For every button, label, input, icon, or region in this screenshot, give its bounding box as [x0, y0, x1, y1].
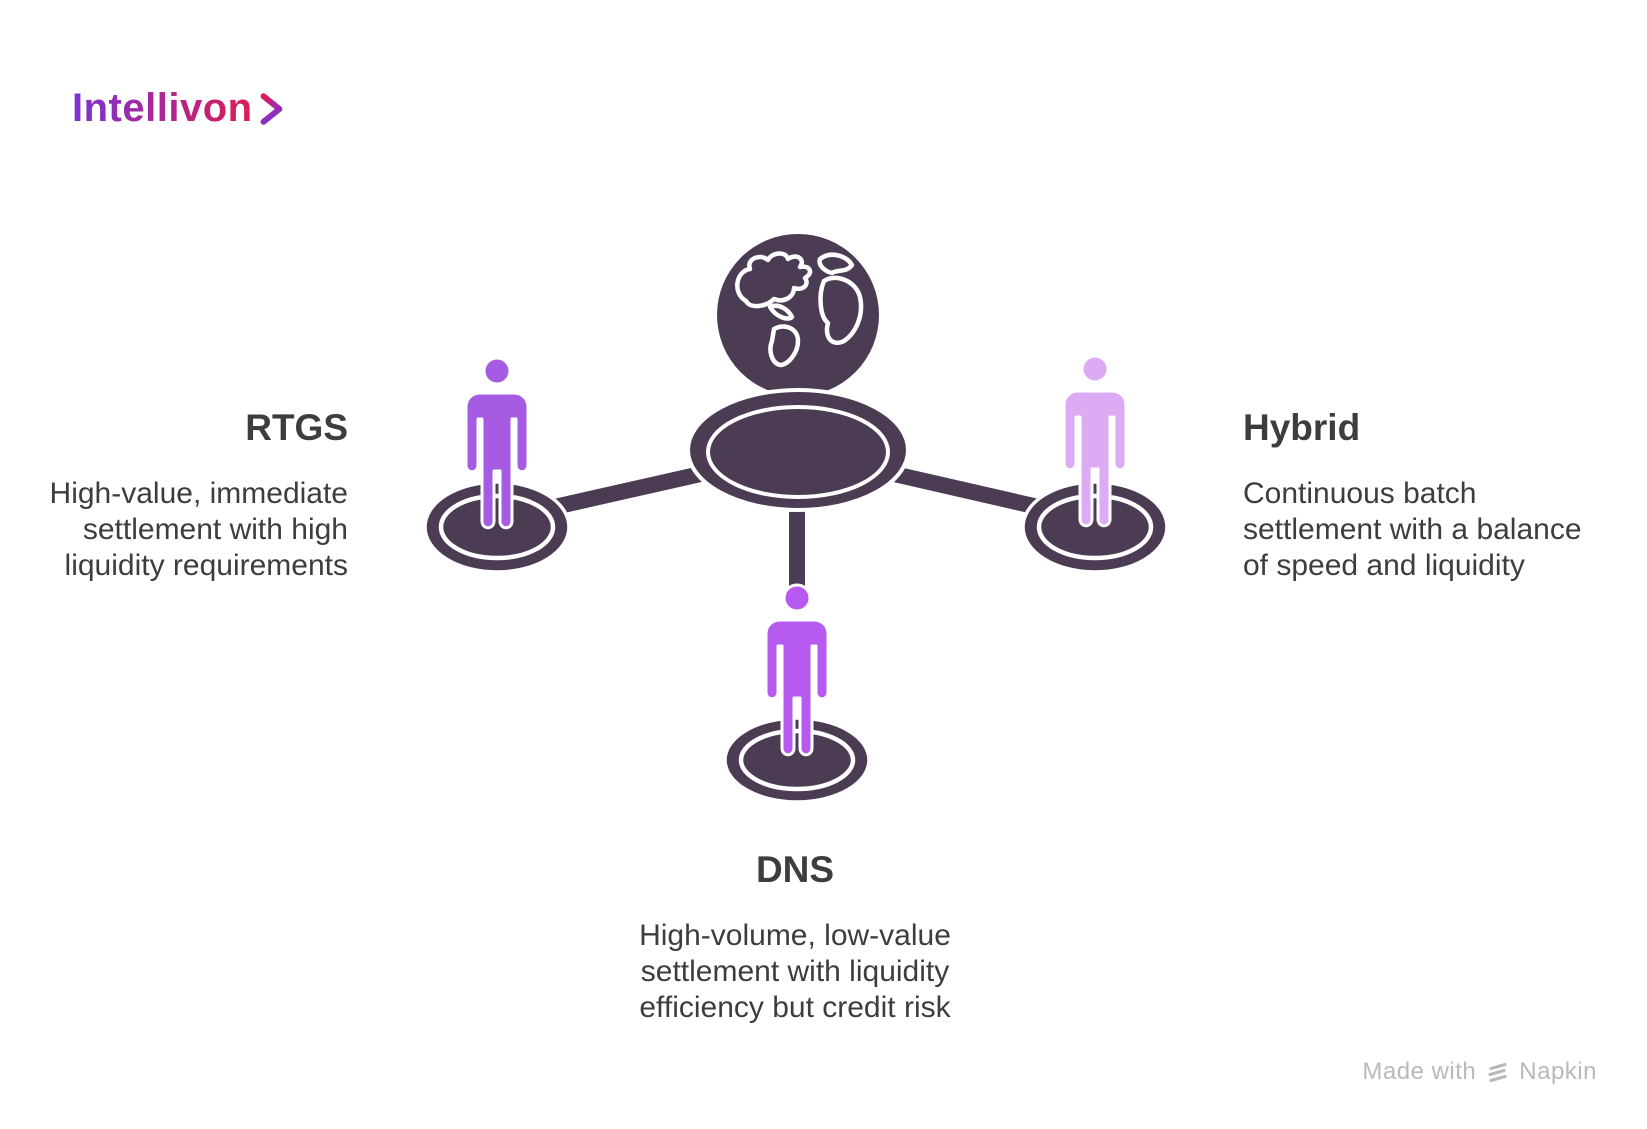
platform-dns: [723, 716, 871, 804]
node-rtgs-title: RTGS: [245, 407, 348, 448]
logo-text: Intellivon: [72, 86, 253, 130]
node-dns-title: DNS: [755, 849, 835, 890]
node-hybrid-description: Continuous batch settlement with a balan…: [1243, 477, 1582, 583]
node-dns-description: High-volume, low-value settlement with l…: [639, 919, 951, 1025]
watermark-prefix: Made with: [1362, 1058, 1477, 1085]
napkin-logo-icon: [1488, 1062, 1507, 1082]
node-hybrid-title: Hybrid: [1243, 407, 1361, 448]
node-rtgs-description: High-value, immediate settlement with hi…: [49, 477, 348, 583]
logo-chevron-icon: [260, 92, 282, 125]
node-rtgs: RTGS High-value, immediate settlement wi…: [18, 406, 348, 584]
watermark-brand: Napkin: [1519, 1058, 1597, 1085]
node-hybrid: Hybrid Continuous batch settlement with …: [1243, 406, 1603, 584]
brand-logo: Intellivon: [72, 86, 284, 131]
platform-hybrid: [1021, 480, 1169, 574]
center-figure-body: [686, 388, 910, 512]
platform-rtgs: [423, 480, 571, 574]
watermark: Made with Napkin: [1362, 1058, 1597, 1086]
globe-icon: [717, 234, 879, 396]
node-dns: DNS High-volume, low-value settlement wi…: [625, 848, 965, 1026]
